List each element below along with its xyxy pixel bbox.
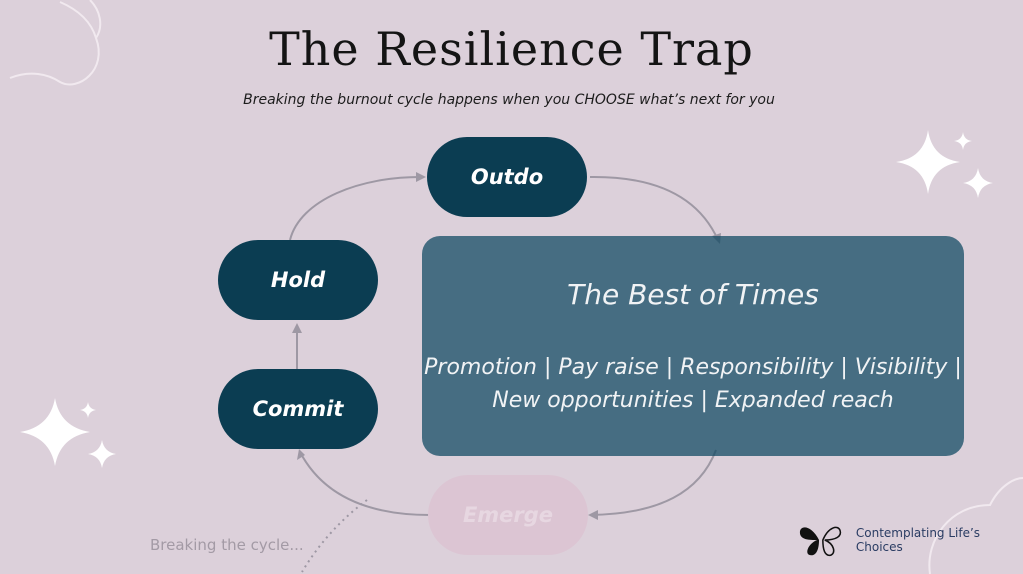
card-line: New opportunities | Expanded reach xyxy=(492,388,894,413)
page-subtitle: Breaking the burnout cycle happens when … xyxy=(243,92,775,108)
cloud-icon xyxy=(9,0,102,86)
node-emerge: Emerge xyxy=(428,475,588,555)
cloud-icon xyxy=(928,477,1023,574)
card-line: Promotion | Pay raise | Responsibility |… xyxy=(424,355,962,380)
page-title: The Resilience Trap xyxy=(269,22,754,76)
card-title: The Best of Times xyxy=(567,278,819,311)
butterfly-icon xyxy=(799,526,842,557)
cycle-arrows xyxy=(289,175,719,573)
card-body: Promotion | Pay raise | Responsibility |… xyxy=(422,351,964,417)
sparkle-icon xyxy=(896,130,993,198)
brand: Contemplating Life’s Choices xyxy=(798,522,1023,558)
breaking-cycle-label: Breaking the cycle... xyxy=(150,536,304,554)
node-hold: Hold xyxy=(218,240,378,320)
node-commit: Commit xyxy=(218,369,378,449)
brand-name: Contemplating Life’s Choices xyxy=(855,526,981,554)
sparkle-icon xyxy=(20,398,116,468)
node-outdo: Outdo xyxy=(427,137,587,217)
best-of-times-card: The Best of Times Promotion | Pay raise … xyxy=(422,236,964,456)
